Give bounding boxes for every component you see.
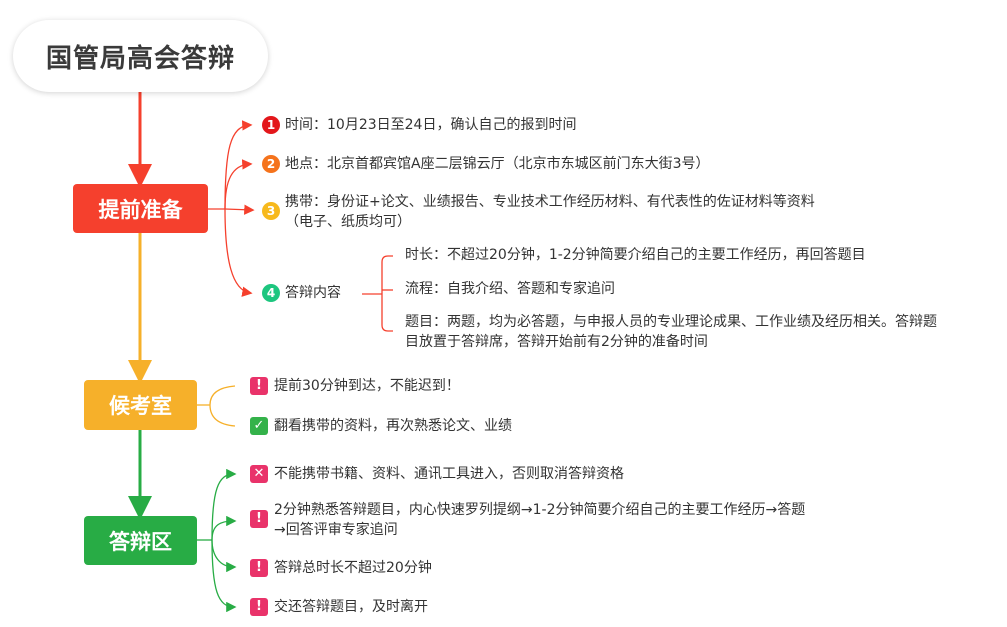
exclamation-icon: ! — [250, 598, 268, 616]
content-process[interactable]: 流程：自我介绍、答题和专家追问 — [405, 281, 615, 297]
defense-item-no-materials[interactable]: ✕不能携带书籍、资料、通讯工具进入，否则取消答辩资格 — [250, 464, 624, 484]
exclamation-icon: ! — [250, 559, 268, 577]
waiting-item-review[interactable]: ✓翻看携带的资料，再次熟悉论文、业绩 — [250, 416, 512, 436]
waiting-item-arrive[interactable]: !提前30分钟到达，不能迟到！ — [250, 376, 460, 396]
prep-item-bring[interactable]: 3携带：身份证+论文、业绩报告、专业技术工作经历材料、有代表性的佐证材料等资料（… — [262, 192, 815, 232]
exclamation-icon: ! — [250, 510, 268, 528]
topic-defense-area[interactable]: 答辩区 — [84, 516, 197, 565]
root-topic[interactable]: 国管局高会答辩 — [13, 20, 268, 92]
number-3-icon: 3 — [262, 202, 280, 220]
topic-waiting-room[interactable]: 候考室 — [84, 380, 197, 430]
topic-prep[interactable]: 提前准备 — [73, 184, 208, 233]
exclamation-icon: ! — [250, 377, 268, 395]
defense-item-flow[interactable]: !2分钟熟悉答辩题目，内心快速罗列提纲→1-2分钟简要介绍自己的主要工作经历→答… — [250, 500, 805, 540]
content-questions[interactable]: 题目：两题，均为必答题，与申报人员的专业理论成果、工作业绩及经历相关。答辩题目放… — [405, 314, 937, 350]
defense-item-duration[interactable]: !答辩总时长不超过20分钟 — [250, 558, 432, 578]
number-1-icon: 1 — [262, 116, 280, 134]
check-icon: ✓ — [250, 417, 268, 435]
number-2-icon: 2 — [262, 155, 280, 173]
cross-icon: ✕ — [250, 465, 268, 483]
defense-item-return[interactable]: !交还答辩题目，及时离开 — [250, 597, 428, 617]
content-duration[interactable]: 时长：不超过20分钟，1-2分钟简要介绍自己的主要工作经历，再回答题目 — [405, 247, 866, 263]
number-4-icon: 4 — [262, 284, 280, 302]
